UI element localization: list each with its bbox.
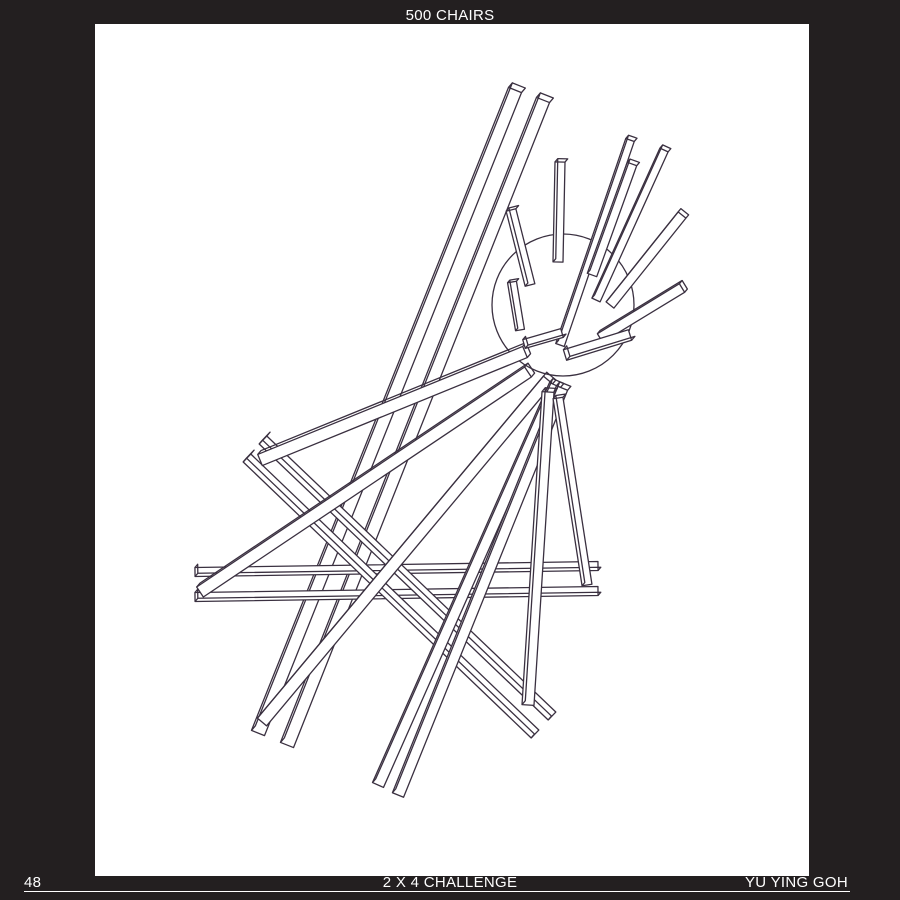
author-name: YU YING GOH <box>744 874 848 891</box>
chair-sketch-drawing <box>194 82 690 798</box>
stick-13 <box>552 393 593 587</box>
stick-20 <box>506 278 526 332</box>
page-number: 48 <box>24 874 42 891</box>
stick-15 <box>591 144 672 303</box>
artwork-sheet <box>95 24 809 876</box>
stick-9 <box>256 371 557 727</box>
stick-2 <box>279 92 555 749</box>
stick-11 <box>391 381 572 798</box>
stick-22 <box>522 328 567 349</box>
stick-23 <box>562 329 636 361</box>
section-title: 2 X 4 CHALLENGE <box>382 874 518 891</box>
page-header-title: 500 CHAIRS <box>405 7 495 24</box>
stick-12 <box>521 387 558 707</box>
stick-18 <box>552 158 569 263</box>
stick-8 <box>196 362 536 598</box>
stick-16 <box>605 207 690 309</box>
stick-14 <box>555 134 638 348</box>
stick-19 <box>505 204 536 287</box>
stick-21 <box>586 158 641 278</box>
footer-rule <box>24 891 850 892</box>
